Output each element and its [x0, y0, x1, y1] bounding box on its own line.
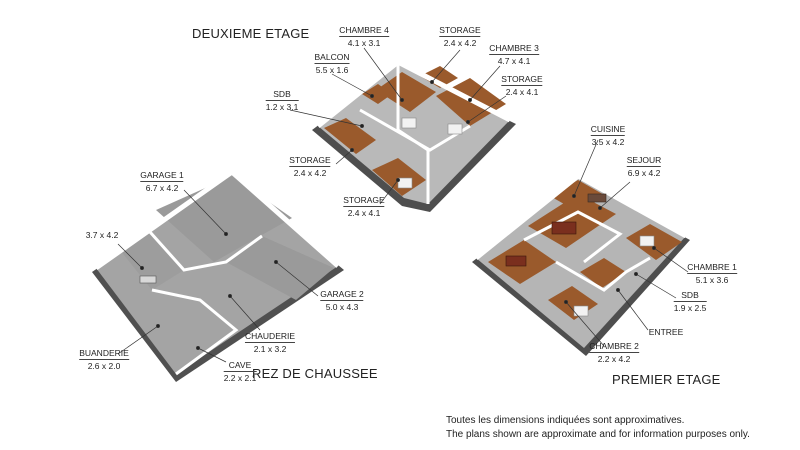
room-label-sdb-top: SDB 1.2 x 3.1 — [265, 89, 299, 113]
room-name: BUANDERIE — [79, 348, 129, 358]
table-icon — [139, 275, 157, 284]
storage-bottom-floor — [372, 158, 426, 196]
storage-left-floor — [324, 118, 376, 154]
room-dimensions: 5.5 x 1.6 — [314, 63, 350, 75]
room-name: SDB — [273, 89, 291, 99]
room-dimensions: 5.0 x 4.3 — [320, 300, 364, 313]
rdc-walls — [94, 168, 340, 271]
chambre4-floor — [376, 72, 436, 112]
room-name: CHAMBRE 3 — [489, 43, 539, 53]
room-label-chambre-2: CHAMBRE 2 2.2 x 4.2 — [589, 341, 639, 365]
room-name: SDB — [681, 290, 699, 300]
room-name: CHAMBRE 4 — [339, 25, 389, 35]
room-dimensions: 2.4 x 4.1 — [343, 206, 385, 219]
deuxieme-etage-plan — [312, 59, 516, 212]
room-dimensions: 6.9 x 4.2 — [626, 166, 662, 178]
floor-title-deuxieme-etage: DEUXIEME ETAGE — [192, 26, 310, 41]
premier-walls-inner-2 — [555, 256, 651, 292]
floor-title-premier-etage: PREMIER ETAGE — [612, 372, 721, 387]
room-37-floor — [120, 232, 184, 290]
room-name: CUISINE — [590, 124, 626, 134]
bed-icon — [401, 117, 417, 129]
room-name: CHAMBRE 2 — [589, 341, 639, 351]
room-name: GARAGE 2 — [320, 289, 364, 299]
room-dimensions: 2.4 x 4.2 — [439, 36, 481, 49]
room-label-chambre-3: CHAMBRE 3 4.7 x 4.1 — [489, 43, 539, 67]
room-label-chambre-1: CHAMBRE 1 5.1 x 3.6 — [687, 262, 737, 286]
room-name: GARAGE 1 — [140, 170, 184, 180]
room-label-cave: CAVE 2.2 x 2.1 — [223, 360, 257, 384]
room-label-storage-top: STORAGE 2.4 x 4.2 — [439, 25, 481, 49]
leader-lines — [117, 47, 689, 363]
room-label-unnamed-37: 3.7 x 4.2 — [86, 230, 119, 241]
room-dimensions: 2.1 x 3.2 — [244, 342, 296, 355]
storage-top-floor — [420, 66, 458, 88]
room-name: BALCON — [314, 52, 350, 62]
room-label-storage-left: STORAGE 2.4 x 4.2 — [289, 155, 331, 179]
premier-walls-inner — [523, 210, 623, 264]
room-label-chambre-4: CHAMBRE 4 4.1 x 3.1 — [339, 25, 389, 49]
room-label-sejour: SEJOUR 6.9 x 4.2 — [626, 155, 662, 179]
balcon-floor — [362, 84, 392, 104]
bed-icon — [447, 123, 463, 135]
room-name: CHAUDERIE — [244, 331, 296, 341]
bed-icon — [397, 177, 413, 189]
room-dimensions: 3.5 x 4.2 — [590, 135, 626, 147]
room-name: STORAGE — [289, 155, 331, 165]
room-label-balcon: BALCON 5.5 x 1.6 — [314, 52, 350, 76]
garage2-floor — [226, 236, 334, 300]
room-dimensions: 1.2 x 3.1 — [265, 100, 299, 112]
room-label-garage-1: GARAGE 1 6.7 x 4.2 — [140, 170, 184, 194]
room-dimensions: 2.4 x 4.1 — [501, 85, 543, 98]
room-dimensions: 4.1 x 3.1 — [339, 36, 389, 49]
disclaimer: Toutes les dimensions indiquées sont app… — [446, 414, 750, 442]
bed-icon — [639, 235, 655, 247]
disclaimer-english: The plans shown are approximate and for … — [446, 429, 750, 440]
room-name: STORAGE — [343, 195, 385, 205]
entree-floor — [580, 258, 626, 288]
room-label-entree: ENTREE — [649, 327, 683, 338]
disclaimer-french: Toutes les dimensions indiquées sont app… — [446, 415, 685, 426]
premier-etage-plan — [472, 172, 690, 356]
bed-icon — [573, 305, 589, 317]
room-label-garage-2: GARAGE 2 5.0 x 4.3 — [320, 289, 364, 313]
room-dimensions: 2.4 x 4.2 — [289, 166, 331, 179]
rez-de-chaussee-plan — [92, 168, 344, 382]
room-label-chauderie: CHAUDERIE 2.1 x 3.2 — [244, 331, 296, 355]
room-label-cuisine: CUISINE 3.5 x 4.2 — [590, 124, 626, 148]
table-icon — [551, 221, 577, 235]
sofa-icon — [587, 193, 607, 203]
room-dimensions: 5.1 x 3.6 — [687, 273, 737, 286]
room-name: CAVE — [228, 360, 252, 370]
room-name: STORAGE — [439, 25, 481, 35]
room-dimensions: 2.2 x 2.1 — [223, 371, 257, 383]
room-dimensions: 4.7 x 4.1 — [489, 54, 539, 67]
room-name: SEJOUR — [626, 155, 662, 165]
room-label-buanderie: BUANDERIE 2.6 x 2.0 — [79, 348, 129, 372]
room-label-sdb-first: SDB 1.9 x 2.5 — [673, 290, 707, 314]
room-label-storage-right: STORAGE 2.4 x 4.1 — [501, 74, 543, 98]
room-dimensions: 3.7 x 4.2 — [85, 230, 119, 240]
room-dimensions: 2.6 x 2.0 — [79, 359, 129, 372]
room-dimensions: 1.9 x 2.5 — [673, 301, 707, 313]
room-dimensions: 2.2 x 4.2 — [589, 352, 639, 365]
rdc-walls-inner — [148, 230, 263, 272]
room-name: CHAMBRE 1 — [687, 262, 737, 272]
sejour-floor — [528, 194, 616, 248]
room-label-storage-bottom: STORAGE 2.4 x 4.1 — [343, 195, 385, 219]
room-dimensions: 6.7 x 4.2 — [140, 181, 184, 194]
room-name: STORAGE — [501, 74, 543, 84]
floor-title-rez-de-chaussee: REZ DE CHAUSSEE — [252, 366, 378, 381]
table-icon — [505, 255, 527, 267]
room-name: ENTREE — [648, 327, 684, 337]
premier-walls — [474, 172, 688, 260]
